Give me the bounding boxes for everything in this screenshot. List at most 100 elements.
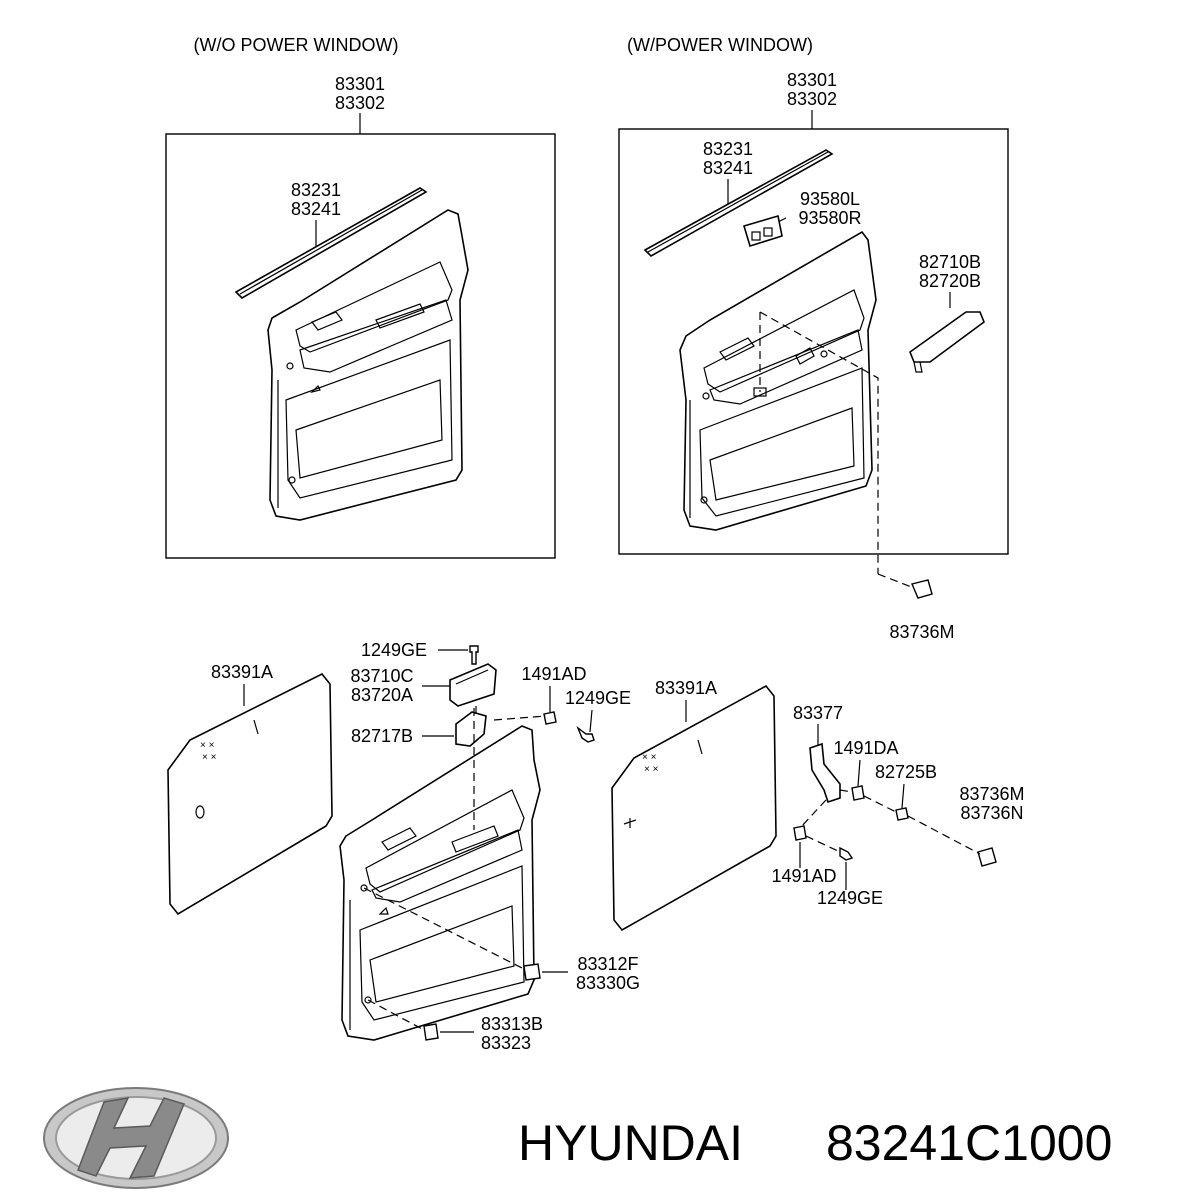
switch-button-1 — [751, 231, 761, 241]
fastener-83312f — [523, 963, 541, 981]
armrest-bracket — [455, 711, 487, 747]
screw-1249ge-left — [576, 725, 595, 743]
label-pocket-1: 83710C — [350, 666, 413, 686]
label-switch-1: 93580L — [800, 189, 860, 209]
label-bracket-right: 83377 — [793, 703, 843, 723]
seal-mark-left-2: × × — [202, 752, 217, 763]
dash-clip-top — [877, 573, 915, 589]
label-fast-1b: 83330G — [576, 973, 640, 993]
seal-slit-left — [253, 719, 259, 735]
clip-hole-lower-2 — [364, 996, 372, 1004]
clip-hole-right-3 — [820, 350, 828, 358]
map-pocket-left — [295, 379, 443, 479]
header-with-power-window: (W/POWER WINDOW) — [627, 35, 813, 55]
dash-handle-to-clip — [759, 311, 879, 574]
right-assembly-box — [618, 128, 1009, 555]
left-assembly-box — [165, 133, 556, 559]
seal-hole-left — [195, 805, 205, 819]
clip-hole-left-1 — [286, 362, 294, 370]
label-left-box-2: 83302 — [335, 93, 385, 113]
map-pocket-right — [709, 407, 855, 501]
clip-83736m-lower — [977, 847, 997, 867]
label-clip-d1: 83736M — [959, 784, 1024, 804]
lower-left-group: 83391A × × × × 1249GE 83710C 83720A 8271… — [167, 640, 640, 1053]
weather-strip-right-edge — [647, 151, 829, 253]
leader-screw-a — [589, 709, 593, 733]
screw-1249ge-right — [839, 846, 854, 861]
weather-strip-right — [643, 149, 834, 257]
door-trim-panel-left — [267, 209, 469, 521]
pull-cup-right — [719, 337, 755, 361]
lock-knob-left — [310, 384, 321, 394]
dash-fastener-2 — [367, 999, 425, 1031]
clip-hole-lower-1 — [360, 884, 368, 892]
armrest-upper-right — [703, 289, 865, 393]
label-handle-2: 82720B — [919, 271, 981, 291]
seal-mark-right-3 — [623, 818, 637, 828]
label-switch-2: 93580R — [798, 208, 861, 228]
dash-clip-d — [907, 815, 981, 855]
label-left-box-1: 83301 — [335, 74, 385, 94]
part-number: 83241C1000 — [826, 1115, 1112, 1171]
label-clip-d2: 83736N — [960, 803, 1023, 823]
dash-clip-b — [839, 789, 853, 793]
armrest-upper-lower — [365, 789, 525, 893]
lower-panel-lower — [359, 865, 525, 1021]
label-clip-top: 83736M — [889, 622, 954, 642]
lower-right-group: 83391A × × × × 83377 1491DA 82725B 83736… — [611, 678, 1025, 932]
label-seal-left: 83391A — [211, 662, 273, 682]
right-assembly-group: 83301 83302 83231 83241 93580L 93580R 82… — [618, 70, 1009, 642]
label-right-box-2: 83302 — [787, 89, 837, 109]
dash-clip-e — [799, 799, 827, 829]
label-screw-e: 1249GE — [817, 888, 883, 908]
clip-83736m-top — [911, 579, 933, 599]
clip-1491ad-right — [793, 825, 807, 841]
fastener-83313b — [423, 1023, 439, 1041]
label-left-strip-1: 83231 — [291, 180, 341, 200]
bracket-83377 — [809, 742, 841, 804]
label-fast-1a: 83312F — [577, 954, 638, 974]
switch-slot-right — [753, 387, 767, 397]
leader-clip-b — [857, 759, 861, 787]
armrest-pocket — [449, 663, 497, 707]
dash-clip-c — [863, 795, 897, 813]
lower-panel-right — [699, 367, 865, 517]
handle-foot-1 — [913, 361, 923, 373]
label-bracket-left: 82717B — [351, 726, 413, 746]
pull-cup-lower — [381, 827, 417, 851]
clip-82725b — [895, 807, 909, 821]
label-clip-b: 1491DA — [833, 738, 898, 758]
label-right-strip-2: 83241 — [703, 158, 753, 178]
door-trim-panel-right — [679, 230, 877, 531]
clip-1491da — [851, 785, 865, 801]
label-screw-a: 1249GE — [565, 688, 631, 708]
pull-cup-left — [311, 311, 343, 331]
clip-hole-right-1 — [702, 392, 710, 400]
handle-pocket-lower — [451, 825, 499, 853]
left-assembly-group: 83301 83302 83231 83241 — [165, 74, 556, 559]
dash-fastener-1 — [363, 887, 527, 971]
label-pocket-2: 83720A — [351, 685, 413, 705]
clip-1491ad-left — [543, 711, 557, 725]
label-handle-1: 82710B — [919, 252, 981, 272]
armrest-lower-lower — [371, 829, 523, 903]
handle-pocket-left — [375, 303, 425, 329]
power-window-switch — [743, 214, 783, 248]
hyundai-logo-icon — [43, 1087, 229, 1189]
label-screw-top: 1249GE — [361, 640, 427, 660]
seal-mark-right-1: × × — [642, 752, 657, 763]
header-without-power-window: (W/O POWER WINDOW) — [194, 35, 399, 55]
clip-hole-left-2 — [288, 476, 296, 484]
label-fast-2b: 83323 — [481, 1033, 531, 1053]
map-pocket-lower — [369, 905, 515, 1003]
armrest-upper-left — [295, 261, 453, 353]
screw-1249ge-top — [469, 645, 479, 665]
lock-knob-lower — [378, 906, 389, 915]
switch-bezel-right — [795, 347, 815, 365]
label-seal-right: 83391A — [655, 678, 717, 698]
label-right-strip-1: 83231 — [703, 139, 753, 159]
leader-clip-c — [901, 783, 905, 809]
label-left-strip-2: 83241 — [291, 199, 341, 219]
seal-mark-left-1: × × — [200, 740, 215, 751]
